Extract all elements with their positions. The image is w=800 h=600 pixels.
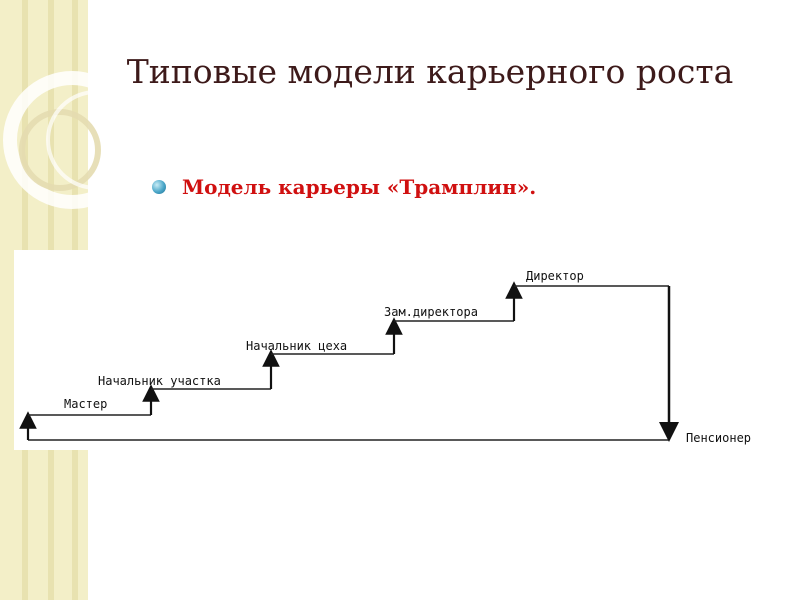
step-label-section-head: Начальник участка <box>98 374 221 388</box>
bullet-text: Модель карьеры «Трамплин». <box>182 175 537 199</box>
bullet-item: Модель карьеры «Трамплин». <box>152 175 536 199</box>
bullet-icon <box>152 180 166 194</box>
end-label-pensioner: Пенсионер <box>686 431 751 445</box>
step-label-deputy-director: Зам.директора <box>384 305 478 319</box>
step-label-master: Мастер <box>64 397 107 411</box>
career-staircase-diagram: Мастер Начальник участка Начальник цеха … <box>14 250 800 450</box>
slide-title: Типовые модели карьерного роста <box>126 52 734 91</box>
decorative-circles <box>3 71 146 209</box>
step-label-director: Директор <box>526 269 584 283</box>
step-label-shop-head: Начальник цеха <box>246 339 347 353</box>
